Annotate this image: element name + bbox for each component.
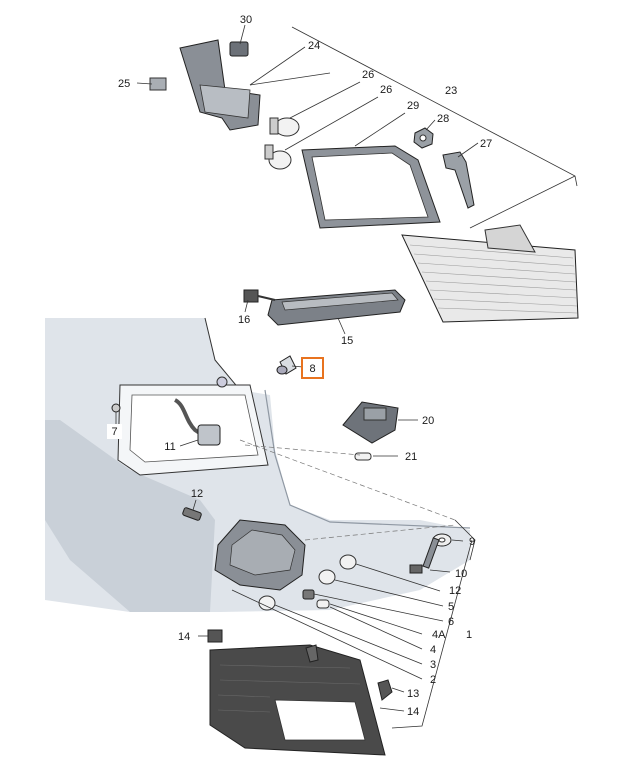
bulb-4 (316, 599, 330, 609)
wiring-11 (173, 398, 221, 446)
rubber-grommet-8 (276, 355, 297, 375)
callout-10: 10 (455, 568, 467, 580)
lamp-20 (342, 401, 399, 444)
callout-23: 23 (445, 85, 457, 97)
bulb-5 (339, 554, 357, 570)
callout-11: 11 (164, 441, 175, 453)
callout-12b: 12 (449, 585, 461, 597)
callout-14a: 14 (178, 631, 190, 643)
callout-2: 2 (430, 674, 436, 686)
callout-13: 13 (407, 688, 419, 700)
callout-4: 4 (430, 644, 436, 656)
callout-14b: 14 (407, 706, 419, 718)
callout-7: 7 (111, 426, 117, 438)
callout-3: 3 (430, 659, 436, 671)
callout-12a: 12 (191, 488, 203, 500)
callout-28: 28 (437, 113, 449, 125)
bulb-3 (258, 595, 276, 611)
tailgate-lamp-lens (401, 224, 579, 323)
callout-25: 25 (118, 78, 130, 90)
bulb-21 (354, 452, 372, 461)
callout-9: 9 (469, 536, 475, 548)
brake-light-15 (267, 289, 406, 326)
bulb-6 (318, 569, 336, 585)
callout-4A: 4A (432, 629, 446, 641)
bulb-26a (269, 117, 300, 137)
callout-24: 24 (308, 40, 320, 52)
bracket-27 (442, 151, 475, 209)
stud-10 (409, 537, 440, 574)
bulb-4A (302, 589, 315, 600)
leader-lines (115, 24, 479, 712)
callout-16: 16 (238, 314, 250, 326)
callout-6: 6 (448, 616, 454, 628)
callout-8: 8 (309, 363, 315, 375)
screw-12a (182, 507, 202, 521)
bulb-holder-bracket (149, 39, 261, 131)
callout-30: 30 (240, 14, 252, 26)
nut-28 (413, 127, 434, 149)
callout-29: 29 (407, 100, 419, 112)
callout-1: 1 (466, 629, 472, 641)
bulb-carrier (214, 519, 306, 591)
clip-13 (377, 679, 393, 701)
clip-7 (111, 403, 121, 413)
highlight-callout-8-box (301, 357, 324, 379)
clip-14a (207, 629, 223, 643)
rear-lamp (209, 644, 386, 756)
rear-body-panel (45, 317, 471, 612)
callout-15: 15 (341, 335, 353, 347)
callout-26b: 26 (380, 84, 392, 96)
callout-27: 27 (480, 138, 492, 150)
callout-21: 21 (405, 451, 417, 463)
callout-26a: 26 (362, 69, 374, 81)
bulb-26b (264, 144, 292, 170)
connector-16 (243, 289, 276, 303)
callout-labels: 30 24 25 26 26 29 23 28 27 16 15 8 7 11 … (107, 14, 492, 718)
callout-20: 20 (422, 415, 434, 427)
callout-5: 5 (448, 601, 454, 613)
